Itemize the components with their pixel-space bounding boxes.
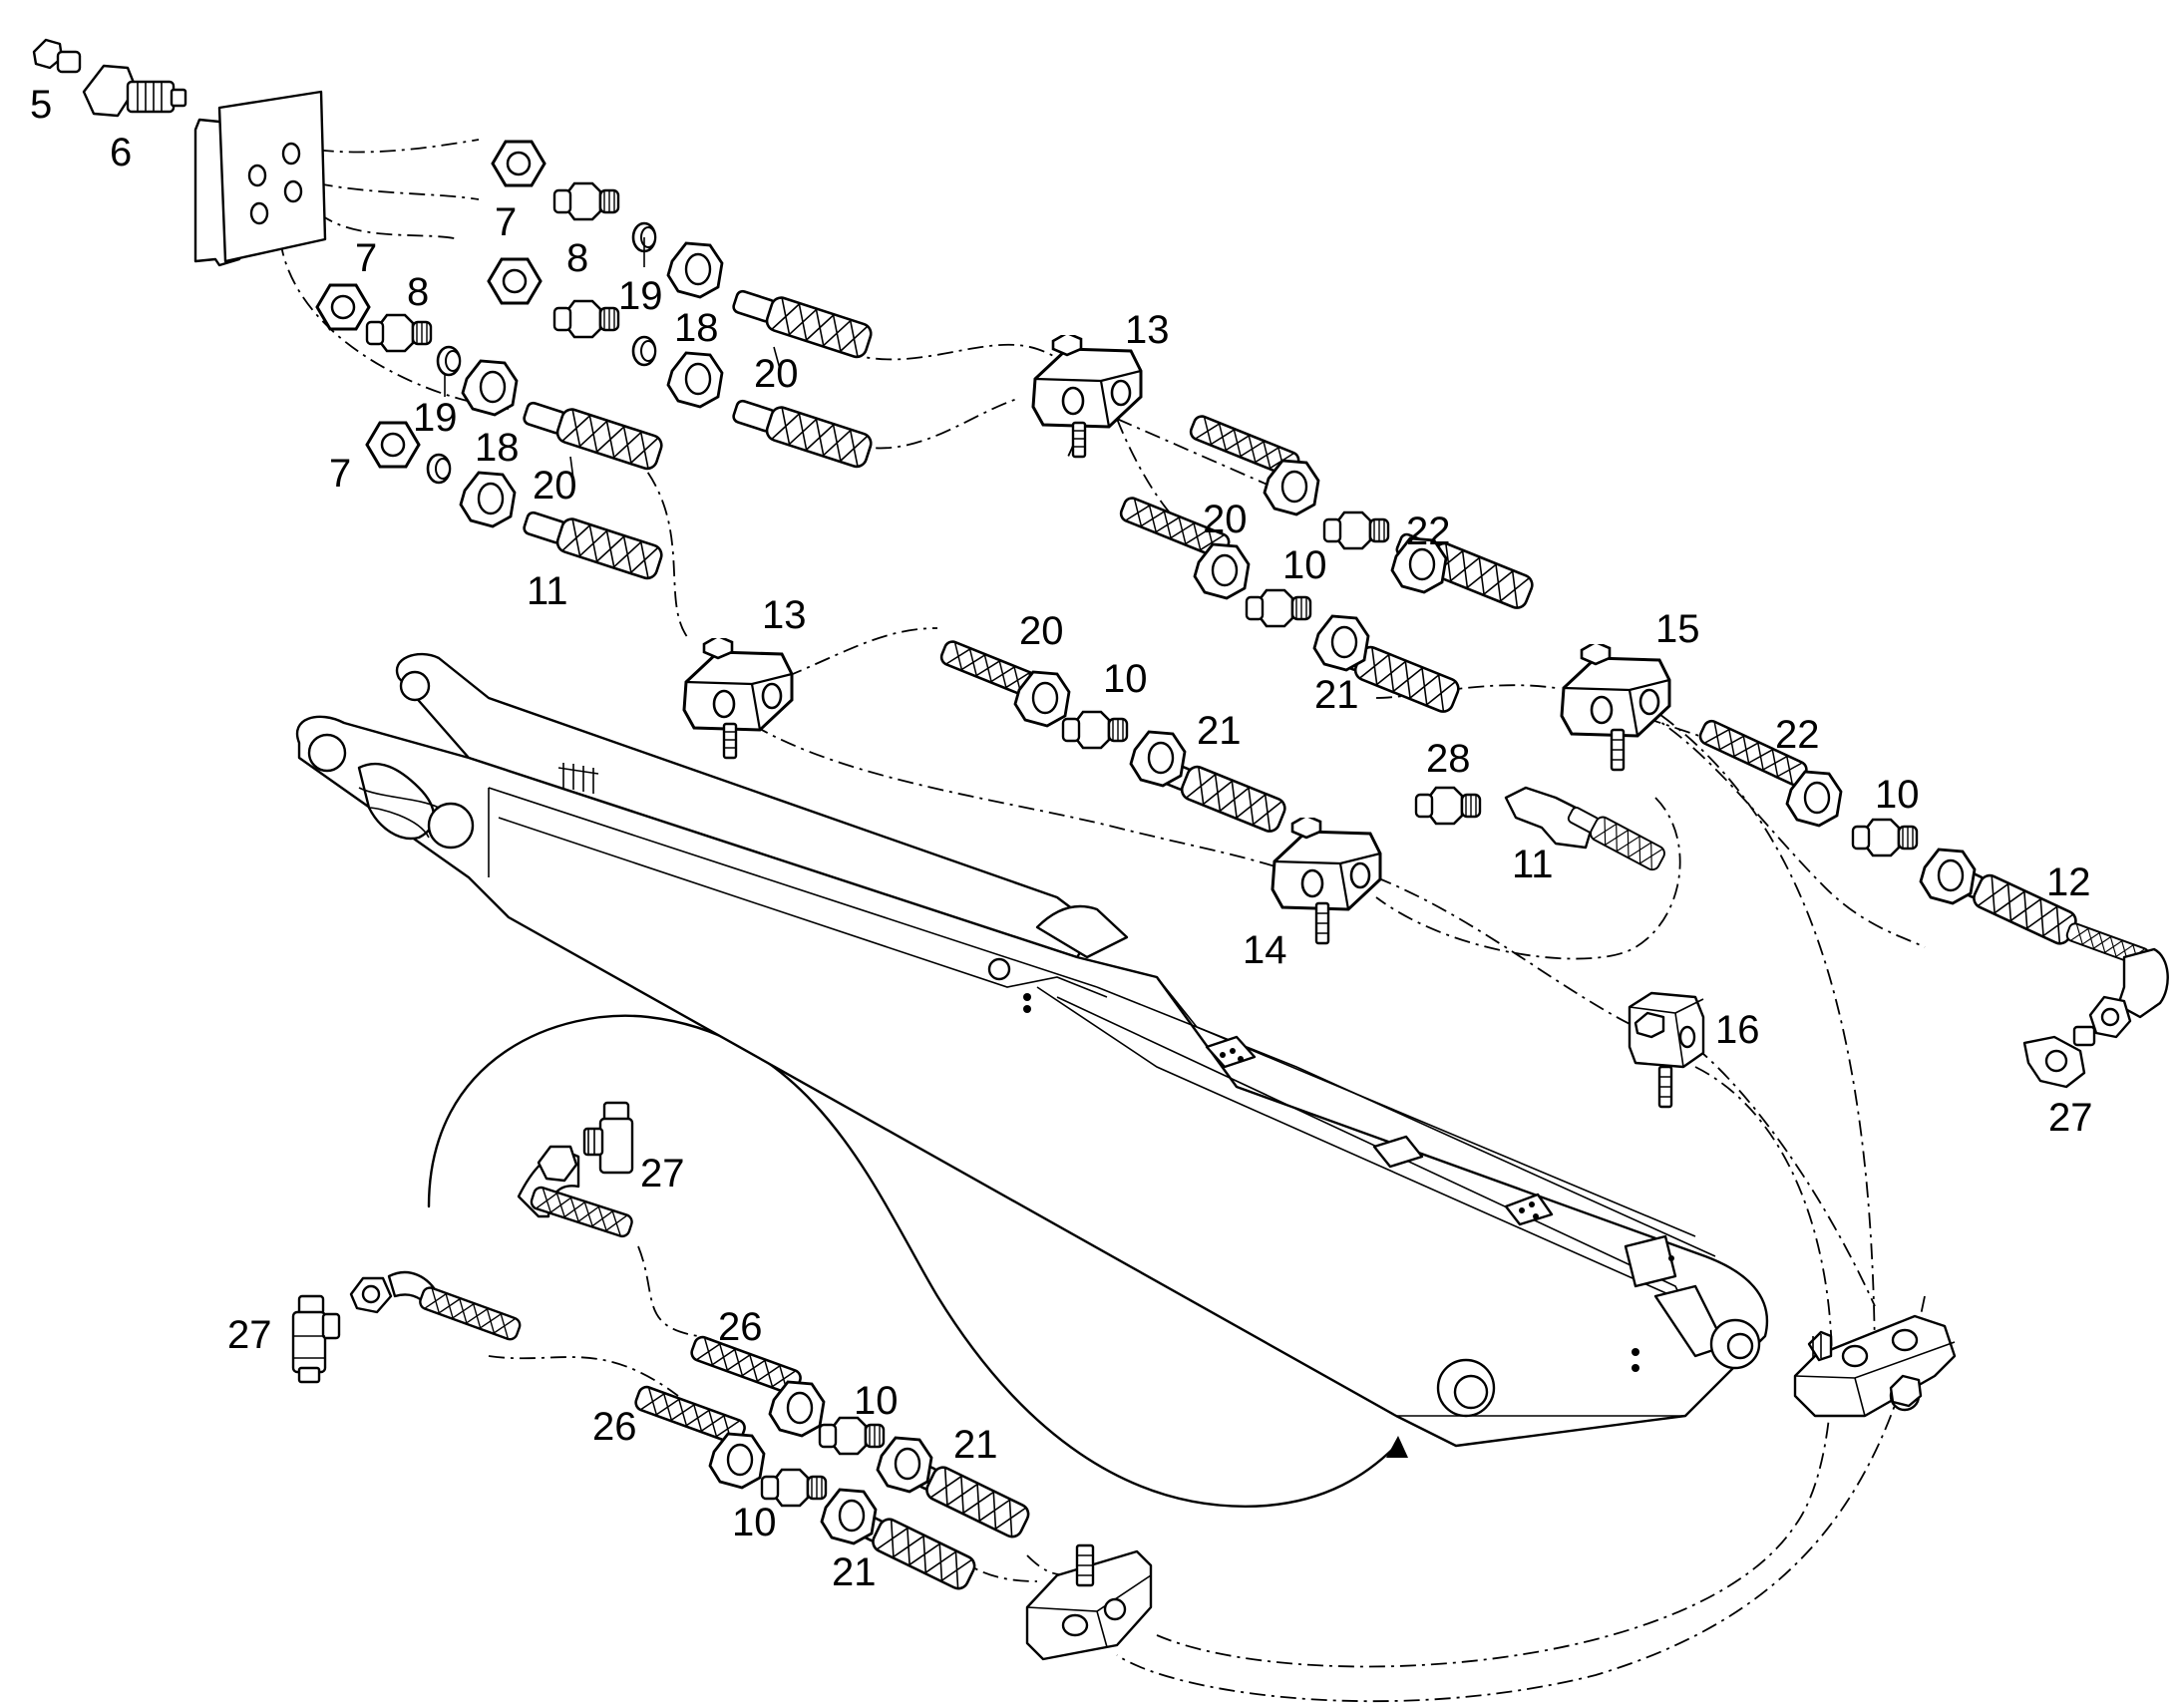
callout-27: 27 — [2048, 1096, 2093, 1140]
clamp-16 — [1628, 991, 1705, 1109]
clamp-15 — [1560, 644, 1671, 738]
callout-13: 13 — [762, 593, 807, 637]
bulkhead-plate — [193, 90, 327, 267]
callout-18: 18 — [475, 426, 520, 470]
nut-7-c — [315, 283, 371, 331]
tee-27-b — [582, 1101, 634, 1175]
callout-11: 11 — [1512, 843, 1554, 886]
callout-27: 27 — [227, 1313, 272, 1357]
callout-10: 10 — [732, 1501, 777, 1544]
union-nut-18-c — [461, 359, 519, 417]
callout-26: 26 — [718, 1305, 763, 1349]
nut-21-c — [876, 1436, 933, 1494]
adapter-8-b — [552, 299, 620, 339]
adapter-10-c — [1061, 710, 1129, 750]
hose-end-20-b — [728, 392, 876, 471]
callout-20: 20 — [754, 352, 799, 396]
callout-14: 14 — [1243, 928, 1287, 972]
callout-26: 26 — [592, 1405, 637, 1449]
callout-20: 20 — [1203, 498, 1248, 541]
ring-19-b — [631, 335, 657, 367]
clamp-studs — [722, 421, 1626, 945]
union-nut-18-d — [459, 471, 517, 528]
tee-27-a — [2022, 1025, 2096, 1089]
tee-27-c — [291, 1294, 341, 1384]
callout-15: 15 — [1655, 607, 1700, 651]
callout-19: 19 — [413, 396, 458, 440]
callout-21: 21 — [832, 1550, 877, 1594]
nut-7-a — [491, 140, 546, 187]
callout-7: 7 — [355, 236, 377, 280]
callout-11: 11 — [527, 569, 568, 613]
elbow-hose-27-b — [517, 1145, 635, 1240]
callout-28: 28 — [1426, 737, 1471, 781]
callout-21: 21 — [953, 1423, 998, 1467]
leader-lines — [444, 237, 781, 488]
callouts: 5 6 7 7 7 8 8 19 19 18 18 20 20 20 20 11… — [30, 83, 2093, 1594]
callout-10: 10 — [1103, 657, 1148, 701]
callout-10: 10 — [854, 1379, 899, 1423]
boom-arm — [295, 652, 1769, 1448]
nut-7-b — [487, 257, 543, 305]
callout-12: 12 — [2046, 860, 2091, 904]
hose-routing-curve — [427, 1014, 1408, 1508]
clamp-13-b — [682, 638, 794, 732]
nut-7-d — [365, 421, 421, 469]
callout-10: 10 — [1875, 773, 1920, 817]
part-6-bolt — [82, 64, 187, 118]
callout-6: 6 — [110, 131, 132, 174]
adapter-8-a — [552, 181, 620, 221]
callout-8: 8 — [566, 236, 588, 280]
nut-21-d — [820, 1488, 878, 1545]
nut-21-b — [1129, 730, 1187, 788]
callout-21: 21 — [1314, 673, 1359, 717]
ring-19-d — [426, 453, 452, 485]
clamp-lower — [1025, 1543, 1153, 1661]
union-nut-18-b — [666, 351, 724, 409]
callout-20: 20 — [533, 464, 577, 508]
adapter-28 — [1414, 786, 1482, 826]
elbow-hose-27-c — [349, 1270, 524, 1343]
union-nut-18-a — [666, 241, 724, 299]
part-5-plug — [32, 38, 82, 74]
callout-20: 20 — [1019, 609, 1064, 653]
clamp-14 — [1271, 818, 1382, 911]
callout-22: 22 — [1406, 510, 1451, 553]
adapter-10-e — [818, 1416, 886, 1456]
callout-27: 27 — [640, 1152, 685, 1196]
nut-21-a — [1312, 614, 1370, 672]
nut-12 — [1919, 848, 1977, 905]
elbow-hose-11 — [1504, 786, 1668, 873]
callout-8: 8 — [407, 270, 429, 314]
callout-21: 21 — [1197, 709, 1242, 753]
adapter-10-a — [1322, 511, 1390, 550]
ring-19-c — [436, 345, 462, 377]
adapter-10-d — [1851, 818, 1919, 857]
clamp-lower-right — [1793, 1314, 1957, 1418]
callout-18: 18 — [674, 306, 719, 350]
callout-7: 7 — [329, 452, 351, 496]
callout-19: 19 — [618, 274, 663, 318]
callout-5: 5 — [30, 83, 52, 127]
hose-end-20-c — [519, 394, 666, 473]
callout-16: 16 — [1715, 1008, 1760, 1052]
nut-26-b — [708, 1432, 766, 1490]
callout-22: 22 — [1775, 713, 1820, 757]
hose-end-20-a — [728, 282, 876, 361]
adapter-8-c — [365, 313, 433, 353]
elbow-hose-12 — [2063, 920, 2169, 1039]
callout-13: 13 — [1125, 308, 1170, 352]
adapter-10-b — [1245, 588, 1312, 628]
callout-10: 10 — [1282, 543, 1327, 587]
callout-7: 7 — [495, 200, 517, 244]
